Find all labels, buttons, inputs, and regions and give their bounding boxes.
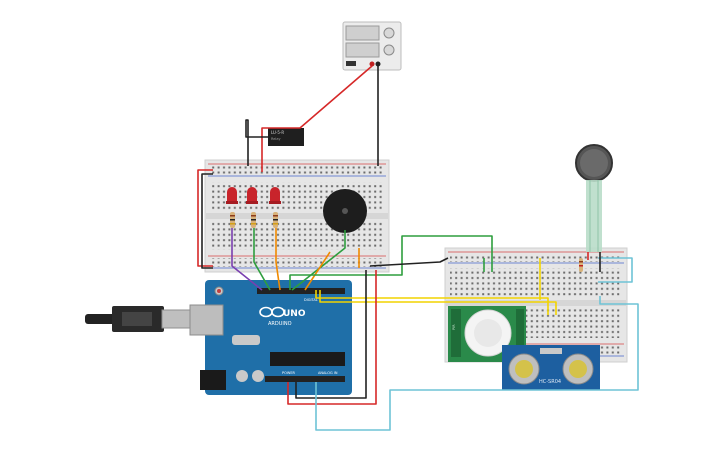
pir-label: PIR [452,324,456,330]
arduino-uno[interactable]: UNO ARDUINO DIGITAL POWER ANALOG IN [189,280,352,395]
relay[interactable]: LU-5-R Relay [268,128,304,146]
wire-orange-arduino [304,251,331,291]
relay-label-1: LU-5-R [271,130,284,135]
usb-cable[interactable] [85,306,191,332]
wire-black-rail-left [201,173,213,269]
piezo-buzzer[interactable] [323,189,367,233]
wire-black-relay [245,119,268,166]
led-3[interactable] [269,187,281,204]
ultrasonic-label: HC-SR04 [539,379,561,385]
resistor-3[interactable] [273,212,278,228]
wire-green-led2 [253,228,271,291]
resistor-2[interactable] [251,212,256,228]
wire-red-arduino [287,270,377,405]
arduino-power-label: POWER [282,371,296,375]
wire-green-right [289,235,493,290]
led-1[interactable] [226,187,238,204]
wire-lightblue-fsr [598,257,633,283]
wire-black-arduino [295,270,367,399]
arduino-analog-label: ANALOG IN [318,371,338,375]
arduino-infinity-icon [259,306,285,318]
arduino-uno-logo: UNO [283,309,306,319]
wire-purple [231,228,263,291]
pir-sensor[interactable]: PIR [448,306,526,362]
wire-yellow-1 [315,290,549,315]
wire-yellow-2 [319,290,557,315]
ultrasonic-sensor[interactable]: HC-SR04 [502,345,600,390]
wire-red-psu [261,65,373,172]
wire-red-rail-left [197,169,213,267]
wire-black-right [369,257,449,267]
wire-orange-led3 [275,228,281,291]
led-2[interactable] [246,187,258,204]
wires [197,65,639,431]
force-sensor[interactable] [575,144,613,252]
arduino-digital-label: DIGITAL [304,298,318,302]
resistor-4[interactable] [579,258,583,272]
arduino-logo-text: ARDUINO [268,321,292,327]
power-supply[interactable] [342,21,402,71]
resistor-1[interactable] [230,212,235,228]
relay-label-2: Relay [271,137,281,141]
wire-green-buzzer [291,230,346,291]
wire-lightblue-bottom [315,296,639,431]
